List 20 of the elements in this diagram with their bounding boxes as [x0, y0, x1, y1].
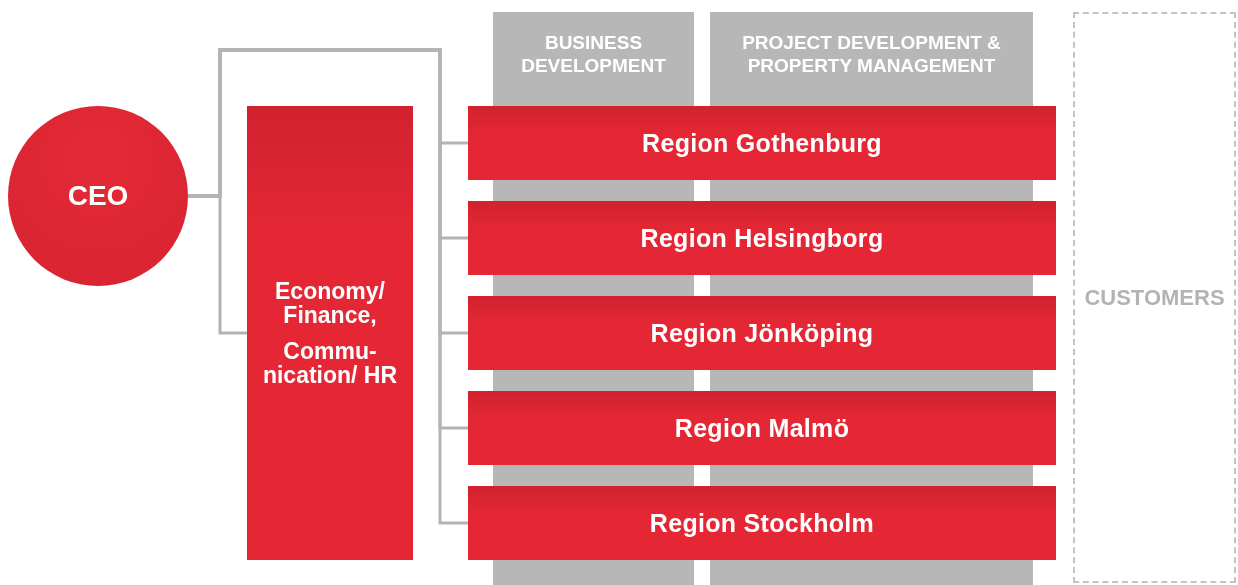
region-box	[468, 486, 1056, 560]
customers-box	[1073, 12, 1236, 583]
node-label: Economy/ Finance,	[274, 278, 386, 327]
node-label: Region Gothenburg	[642, 128, 882, 158]
node-label: Region Jönköping	[650, 318, 874, 348]
node-label: BUSINESS DEVELOPMENT	[520, 32, 667, 78]
region-box	[468, 296, 1056, 370]
node-label: Commu- nication/ HR	[261, 339, 399, 388]
node-label: CUSTOMERS	[1084, 284, 1225, 311]
node-label: Region Malmö	[674, 413, 850, 443]
node-label: Region Stockholm	[649, 508, 875, 538]
region-box	[468, 201, 1056, 275]
node-label: Region Helsingborg	[640, 223, 884, 253]
node-label: CEO	[67, 180, 129, 212]
region-box	[468, 391, 1056, 465]
function-column	[493, 12, 694, 106]
node-label: PROJECT DEVELOPMENT & PROPERTY MANAGEMENT	[741, 32, 1002, 78]
function-column	[710, 12, 1033, 106]
region-box	[468, 106, 1056, 180]
department-box	[247, 106, 413, 560]
